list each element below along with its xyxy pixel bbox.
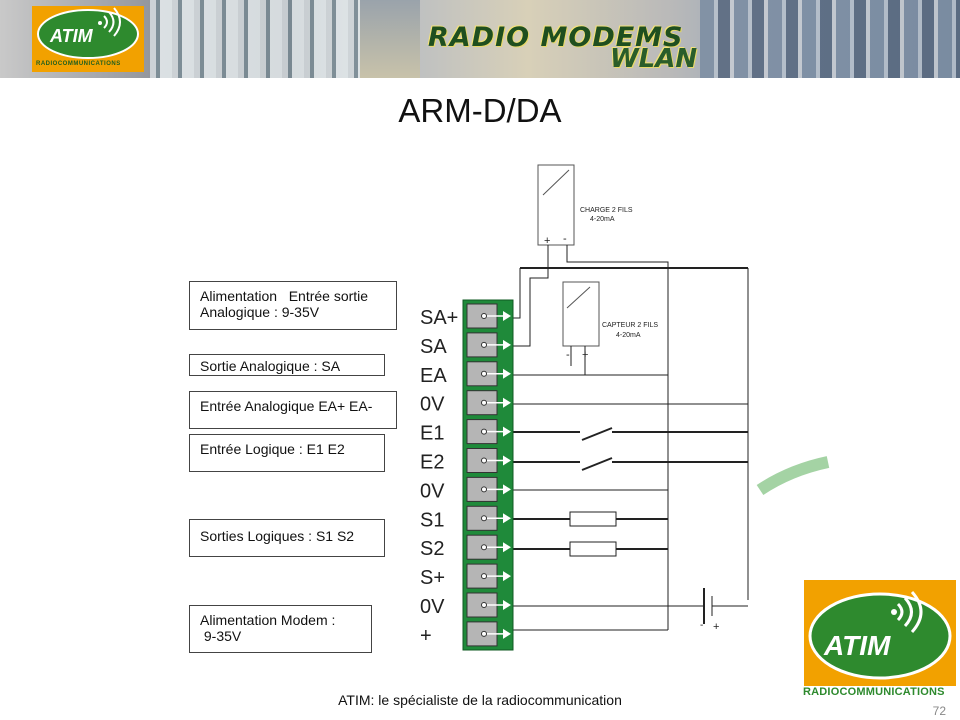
charge-plus: +: [544, 235, 550, 247]
terminal-slot: [466, 448, 511, 473]
label-box-text: Entrée Analogique EA+ EA-: [200, 398, 373, 414]
banner-logo-word: ATIM: [50, 26, 93, 46]
label-box-entree-logique: Entrée Logique : E1 E2: [189, 434, 385, 472]
charge-label-1: CHARGE 2 FILS: [580, 207, 633, 214]
footer-text: ATIM: le spécialiste de la radiocommunic…: [338, 692, 622, 708]
terminal-label: SA+: [420, 307, 458, 329]
terminal-slot: [466, 332, 511, 358]
terminal-label: E1: [420, 423, 444, 445]
terminal-label: 0V: [420, 596, 445, 618]
label-box-text-1: Alimentation Modem :: [200, 612, 336, 628]
terminal-slot: [466, 592, 511, 618]
capteur-symbol: [566, 286, 591, 309]
atim-logo-icon: [804, 580, 956, 686]
banner-title: RADIO MODEMS: [428, 22, 684, 53]
battery-plus: +: [713, 621, 719, 633]
label-box-entree-analogique: Entrée Analogique EA+ EA-: [189, 391, 397, 429]
terminal-label: SA: [420, 336, 447, 358]
charge-device: [537, 164, 575, 246]
train-photo: [150, 0, 360, 78]
terminal-label: 0V: [420, 394, 445, 416]
terminal-slot: [466, 419, 511, 445]
label-box-sortie-analogique: Sortie Analogique : SA: [189, 354, 385, 376]
terminal-label: S2: [420, 538, 444, 560]
capteur-label-2: 4-20mA: [616, 332, 641, 339]
label-box-text-2: 9-35V: [200, 628, 242, 644]
refinery-photo: [700, 0, 960, 78]
terminal-slot: [466, 390, 511, 416]
terminal-label: E2: [420, 452, 444, 474]
terminal-label: EA: [420, 365, 447, 387]
header-banner: ATIM RADIOCOMMUNICATIONS RADIO MODEMS WL…: [0, 0, 960, 78]
terminal-slot: [466, 563, 511, 589]
atim-logo-icon: [32, 6, 144, 72]
capteur-device: [562, 281, 600, 347]
label-box-text: Sorties Logiques : S1 S2: [200, 528, 355, 544]
terminal-slots: [466, 303, 511, 647]
terminal-slot: [466, 621, 511, 647]
charge-minus: -: [563, 233, 567, 245]
label-box-text-2: Analogique : 9-35V: [200, 304, 320, 320]
label-box-alimentation: Alimentation Entrée sortie Analogique : …: [189, 281, 397, 330]
terminal-label: +: [420, 625, 432, 647]
terminal-label: 0V: [420, 480, 445, 502]
page-number: 72: [932, 704, 946, 718]
charge-symbol: [542, 169, 570, 196]
capteur-minus: -: [566, 349, 570, 361]
wires: [490, 245, 749, 631]
capteur-label-1: CAPTEUR 2 FILS: [602, 322, 658, 329]
resistor-s2: [569, 541, 617, 557]
terminal-slot: [466, 534, 511, 560]
label-box-text-1: Alimentation Entrée sortie: [200, 288, 369, 304]
atim-logo-bottom: ATIM RADIOCOMMUNICATIONS: [800, 578, 960, 702]
terminal-slot: [466, 361, 511, 387]
page-title: ARM-D/DA: [398, 92, 562, 129]
label-box-text: Entrée Logique : E1 E2: [200, 441, 345, 457]
terminal-label: S1: [420, 509, 444, 531]
label-box-alimentation-modem: Alimentation Modem : 9-35V: [189, 605, 372, 653]
decorative-swoosh: [756, 456, 830, 496]
banner-logo-tagline: RADIOCOMMUNICATIONS: [36, 61, 121, 67]
terminal-slot: [466, 505, 511, 531]
terminal-block: [462, 299, 514, 651]
terminal-label: S+: [420, 567, 445, 589]
bottom-logo-word: ATIM: [824, 630, 891, 661]
industrial-photo: [360, 0, 420, 78]
bottom-logo-tagline: RADIOCOMMUNICATIONS: [803, 686, 945, 698]
resistor-s1: [569, 511, 617, 527]
terminal-slot: [466, 303, 511, 329]
label-box-text: Sortie Analogique : SA: [200, 358, 341, 374]
banner-subtitle: WLAN: [610, 44, 698, 74]
terminal-slot: [466, 476, 511, 502]
label-box-sorties-logiques: Sorties Logiques : S1 S2: [189, 519, 385, 557]
battery-minus: -: [700, 620, 703, 631]
charge-label-2: 4-20mA: [590, 216, 615, 223]
